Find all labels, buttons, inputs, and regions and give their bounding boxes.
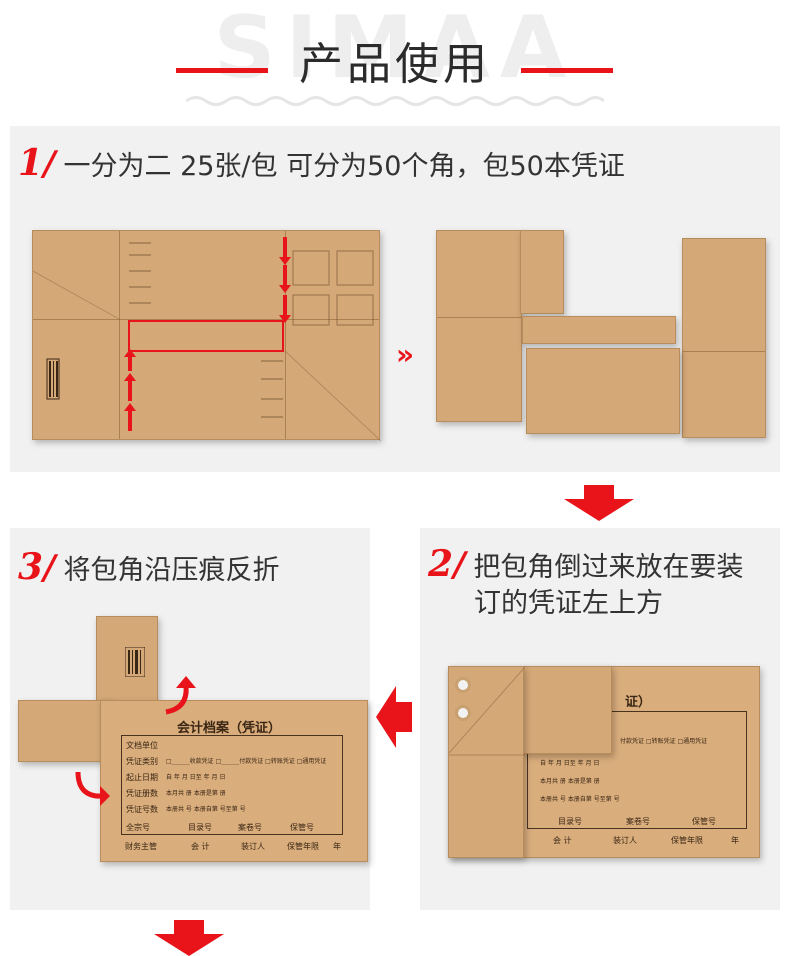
- form-title: 会计档案（凭证）: [177, 721, 282, 736]
- curved-arrow-down-icon: [75, 771, 110, 806]
- left-arrow-icon: [376, 686, 412, 748]
- form-row-dates: 起止日期: [126, 773, 158, 782]
- step-3-number: 3: [18, 546, 44, 588]
- step-2-text-line2: 订的凭证左上方: [474, 588, 663, 619]
- form-index-file: 案卷号: [238, 823, 262, 832]
- step-3-heading: 3/将包角沿压痕反折: [18, 546, 279, 588]
- kraft-sheet-unfolded: [32, 230, 381, 441]
- step-1-panel: 1/一分为二 25张/包 可分为50个角，包50本凭证: [10, 126, 780, 472]
- step-1-slash: /: [43, 144, 56, 184]
- form-date-range: 自 年 月 日至 年 月 日: [166, 774, 226, 781]
- step-2-text-line1: 把包角倒过来放在要装: [473, 552, 744, 583]
- next-chevron-icon: »: [396, 338, 415, 371]
- form-index-catalog-partial: 目录号: [558, 817, 582, 826]
- form-footer-retention-partial: 保管年限: [671, 836, 703, 845]
- form-date-range-partial: 自 年 月 日至 年 月 日: [540, 760, 600, 767]
- form-index-file-partial: 案卷号: [626, 817, 650, 826]
- step-2-heading: 2/把包角倒过来放在要装 订的凭证左上方: [428, 546, 743, 622]
- down-arrow-icon: [564, 485, 634, 521]
- kraft-corner-left-flap: [18, 700, 112, 762]
- kraft-corner-top-flap: [96, 616, 158, 702]
- form-number-range: 本册共 号 本册自第 号至第 号: [166, 806, 246, 813]
- form-footer-year-partial: 年: [731, 836, 739, 845]
- step-2-number: 2: [428, 543, 454, 585]
- kraft-piece-bottom: [526, 348, 680, 434]
- form-grid-partial: 付款凭证 □转账凭证 □通用凭证 自 年 月 日至 年 月 日 本月共 册 本册…: [527, 711, 747, 829]
- voucher-archive-cover: 会计档案（凭证） 文档单位 凭证类别 □______收款凭证 □______付款…: [100, 700, 368, 862]
- form-footer-retention: 保管年限: [287, 842, 319, 851]
- form-number-range-partial: 本册共 号 本册自第 号至第 号: [540, 796, 620, 803]
- step-3-text: 将包角沿压痕反折: [63, 555, 280, 586]
- form-row-numbers: 凭证号数: [126, 805, 158, 814]
- form-row-category: 凭证类别: [126, 757, 158, 766]
- title-decor-line-right: [521, 68, 613, 73]
- form-index-catalog: 目录号: [188, 823, 212, 832]
- kraft-corner-overlay-left: [448, 666, 525, 858]
- form-footer-accountant-partial: 会 计: [553, 836, 572, 845]
- step-1-number: 1: [18, 142, 44, 184]
- form-footer-binder: 装订人: [241, 842, 265, 851]
- kraft-corner-overlay: [522, 666, 612, 754]
- form-footer-accountant: 会 计: [191, 842, 210, 851]
- form-checkboxes: □______收款凭证 □______付款凭证 □转账凭证 □通用凭证: [166, 758, 327, 765]
- fold-crease-icon: [33, 237, 381, 441]
- form-row-unit: 文档单位: [126, 741, 158, 750]
- brand-watermark: SIMAA: [213, 0, 577, 98]
- form-row-volumes: 凭证册数: [126, 789, 158, 798]
- step-1-heading: 1/一分为二 25张/包 可分为50个角，包50本凭证: [18, 142, 625, 184]
- page-title: 产品使用: [299, 39, 491, 90]
- step-3-panel: 3/将包角沿压痕反折 会计档案（凭证） 文档单位 凭证类别 □______收款凭…: [10, 528, 370, 910]
- kraft-piece-left: [436, 230, 522, 422]
- form-index-storage-partial: 保管号: [692, 817, 716, 826]
- eyelet-hole-icon: [455, 677, 471, 693]
- step-2-slash: /: [453, 545, 466, 585]
- step-3-slash: /: [43, 548, 56, 588]
- title-decor-line-left: [176, 68, 268, 73]
- step-2-panel: 2/把包角倒过来放在要装 订的凭证左上方 证） 付款凭证 □转账凭证 □通用凭证…: [420, 528, 780, 910]
- form-row-fonds: 全宗号: [126, 823, 150, 832]
- form-checkboxes-partial: 付款凭证 □转账凭证 □通用凭证: [620, 738, 708, 745]
- form-month-count-partial: 本月共 册 本册是第 册: [540, 778, 600, 785]
- barcode-icon: [125, 647, 145, 677]
- kraft-piece-strip: [522, 316, 676, 344]
- form-footer-supervisor: 财务主管: [125, 842, 157, 851]
- form-footer-year: 年: [333, 842, 341, 851]
- form-grid: 文档单位 凭证类别 □______收款凭证 □______付款凭证 □转账凭证 …: [121, 735, 343, 835]
- eyelet-hole-icon: [455, 705, 471, 721]
- wave-decor-icon: [186, 96, 604, 106]
- form-footer-binder-partial: 装订人: [613, 836, 637, 845]
- kraft-piece-strip-small: [520, 230, 564, 314]
- curved-arrow-up-icon: [165, 676, 196, 715]
- form-title-partial: 证）: [625, 695, 652, 710]
- form-index-storage: 保管号: [290, 823, 314, 832]
- kraft-piece-right: [682, 238, 766, 438]
- fold-crease-icon: [449, 667, 525, 756]
- step-1-text: 一分为二 25张/包 可分为50个角，包50本凭证: [63, 151, 625, 182]
- form-month-count: 本月共 册 本册是第 册: [166, 790, 226, 797]
- down-arrow-icon: [154, 920, 224, 956]
